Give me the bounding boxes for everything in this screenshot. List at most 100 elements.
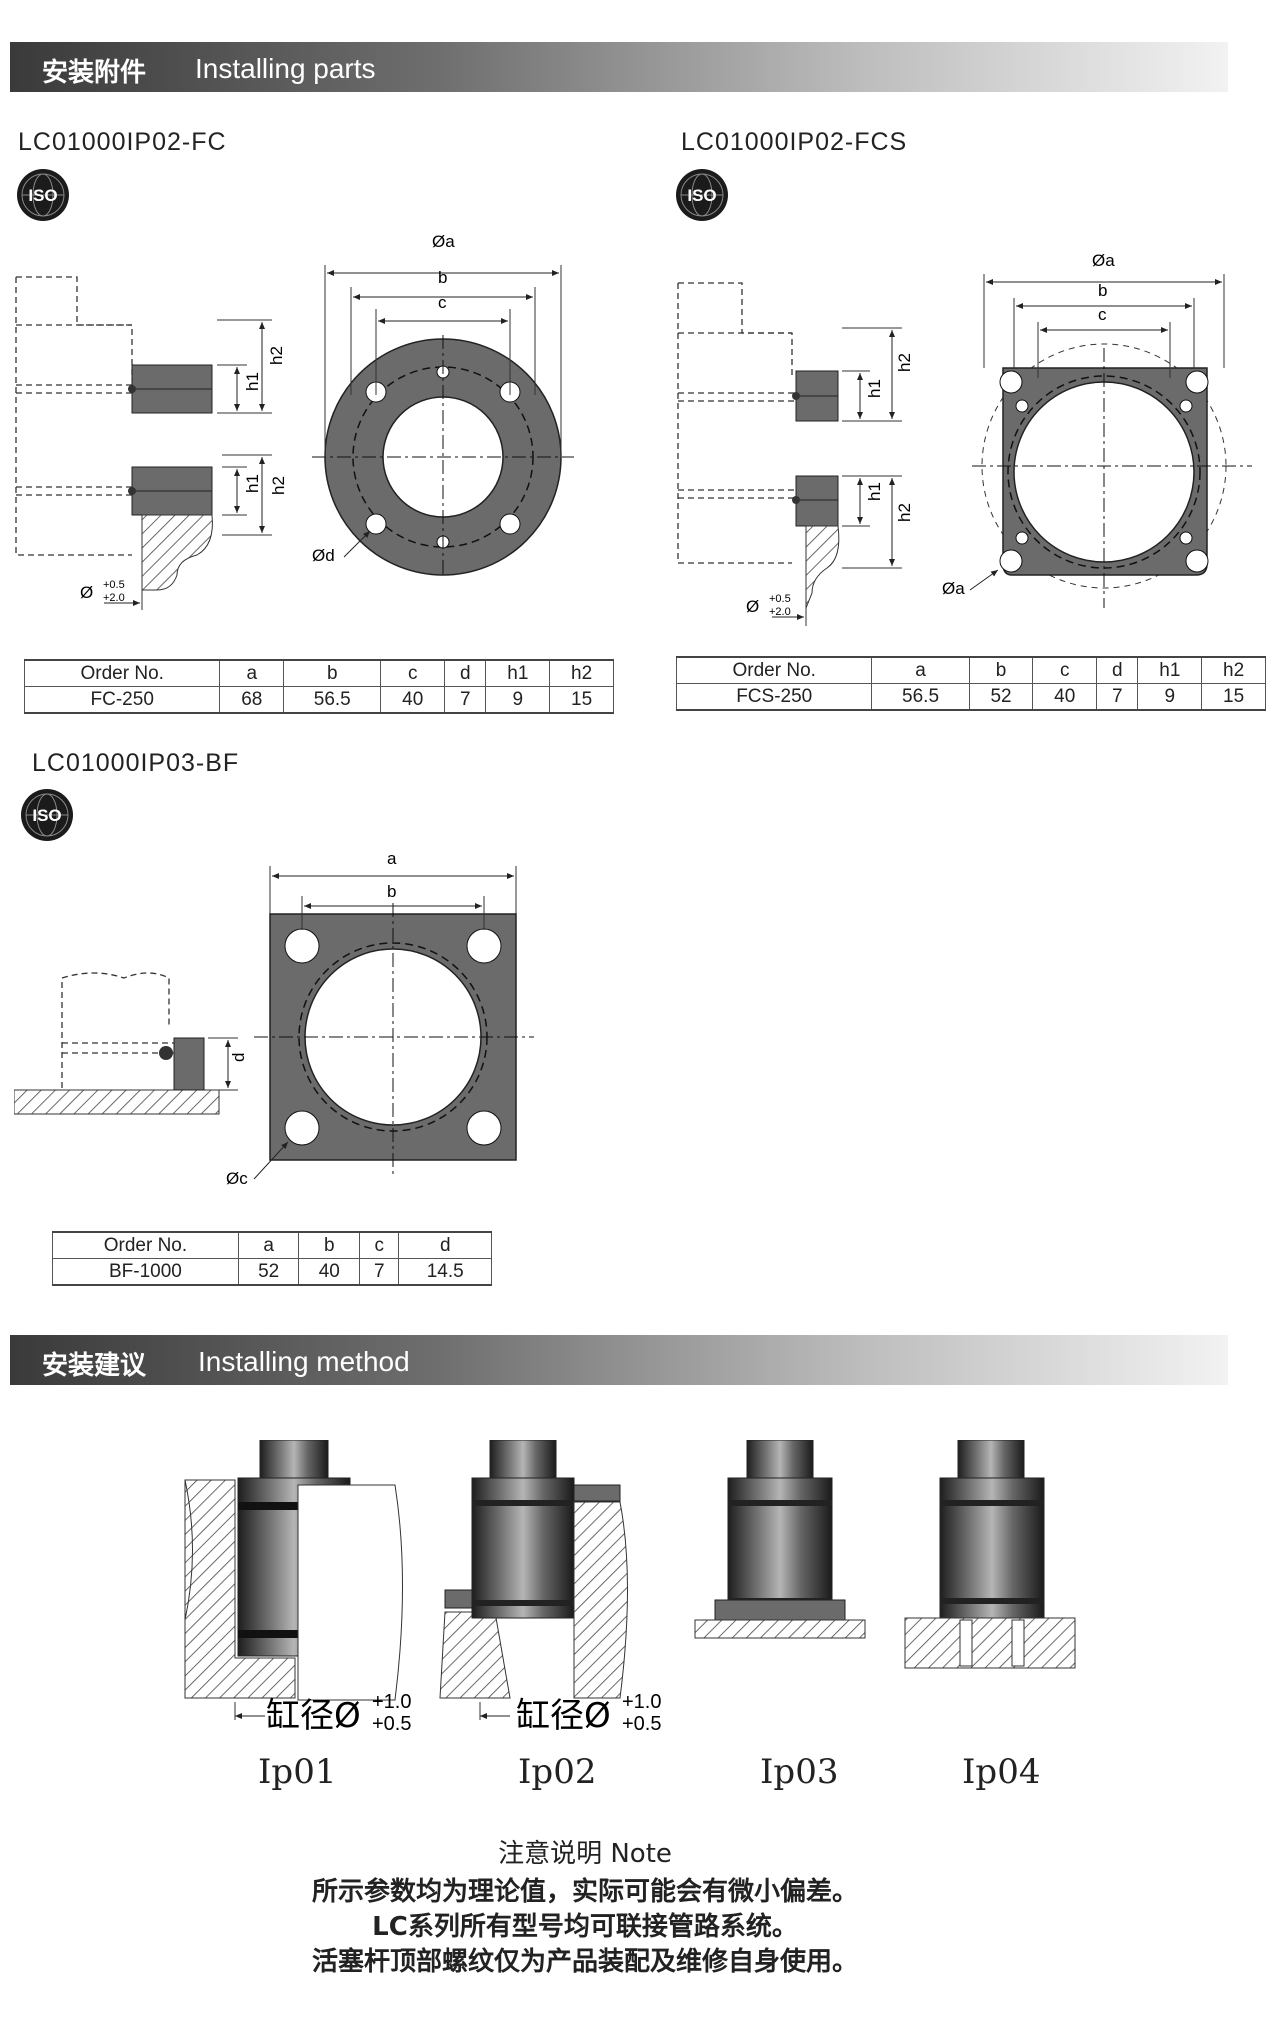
table-cell: 40 [380,686,446,714]
table-cell: d [444,659,487,687]
section-header-parts: 安装附件 Installing parts [10,42,1228,92]
table-cell: h1 [1137,656,1203,684]
table-cell: 9 [485,686,551,714]
table-cell: 68 [219,686,285,714]
dim-oc: Øc [226,1169,248,1188]
table-cell: 14.5 [398,1258,492,1286]
spec-table-fc: Order No. a b c d h1 h2 FC-250 68 56.5 4… [23,659,614,714]
table-cell: d [1096,656,1139,684]
bf-drawing: d a b Øc [14,849,534,1188]
section-header-method: 安装建议 Installing method [10,1335,1228,1385]
dim-b: b [438,268,447,287]
dim-h1: h1 [243,372,262,391]
dim-phi: Ø [746,597,759,616]
method-label-ip02: Ip02 [518,1752,597,1792]
product-code-bf: LC01000IP03-BF [32,749,240,777]
table-cell: 40 [1032,683,1098,711]
table-cell: FCS-250 [675,683,873,711]
dim-h1: h1 [243,474,262,493]
iso-logo-text: ISO [28,186,57,205]
table-cell: d [398,1231,492,1259]
table-cell: 56.5 [283,686,382,714]
method-label-ip04: Ip04 [962,1752,1041,1792]
bore-label: 缸径Ø [516,1696,611,1736]
dim-h2: h2 [269,476,288,495]
table-cell: 40 [298,1258,361,1286]
table-cell: 56.5 [871,683,970,711]
method-label-ip03: Ip03 [760,1752,839,1792]
dim-od: Ød [312,546,335,565]
iso-logo-icon: ISO [675,168,729,222]
spec-table-bf: Order No. a b c d BF-1000 52 40 7 14.5 [52,1231,492,1286]
table-cell: BF-1000 [52,1258,239,1286]
table-header-row: Order No. a b c d h1 h2 [675,656,1266,684]
table-header-row: Order No. a b c d h1 h2 [23,659,614,687]
note-line: 所示参数均为理论值，实际可能会有微小偏差。 [311,1877,858,1907]
product-code-fcs: LC01000IP02-FCS [681,128,908,156]
dim-d: d [229,1053,248,1062]
note-line: 活塞杆顶部螺纹仅为产品装配及维修自身使用。 [311,1947,858,1977]
table-cell: Order No. [675,656,873,684]
table-cell: h1 [485,659,551,687]
install-methods-drawing: 缸径Ø +1.0 +0.5 缸径Ø +1.0 +0.5 [184,1440,1076,1736]
table-cell: 52 [968,683,1034,711]
dim-h2: h2 [895,353,914,372]
dim-oa: Øa [1092,251,1115,270]
tol-dn: +2.0 [769,606,791,618]
table-row: BF-1000 52 40 7 14.5 [52,1258,492,1286]
product-code-fc: LC01000IP02-FC [18,128,227,156]
table-cell: Order No. [23,659,221,687]
note-title: 注意说明 Note [498,1839,672,1869]
dim-h2: h2 [895,503,914,522]
dim-a: a [387,849,397,868]
table-cell: b [968,656,1034,684]
fcs-drawing: h1 h2 h1 h2 Ø +0.5 +2.0 Øa b c Øa [677,251,1252,626]
dim-b: b [387,882,396,901]
dim-phi: Ø [80,583,93,602]
iso-logo-icon: ISO [16,168,70,222]
table-cell: 7 [1096,683,1139,711]
table-cell: c [359,1231,400,1259]
table-header-row: Order No. a b c d [52,1231,492,1259]
dim-b: b [1098,281,1107,300]
table-cell: a [237,1231,300,1259]
section-title-en: Installing method [198,1346,410,1377]
fc-drawing: h1 h2 h1 h2 Ø +0.5 +2.0 Øa b c Ød [15,232,574,610]
table-cell: c [380,659,446,687]
table-cell: 15 [549,686,614,714]
section-title-zh: 安装建议 [42,1351,147,1381]
table-cell: 15 [1201,683,1266,711]
iso-logo-text: ISO [32,806,61,825]
spec-table-fcs: Order No. a b c d h1 h2 FCS-250 56.5 52 … [675,656,1266,711]
table-cell: b [283,659,382,687]
dim-oa: Øa [942,579,965,598]
dim-h2: h2 [267,346,286,365]
tol-dn: +2.0 [103,592,125,604]
table-cell: 7 [444,686,487,714]
bore-tol-dn: +0.5 [622,1713,661,1735]
iso-logo-text: ISO [687,186,716,205]
table-cell: FC-250 [23,686,221,714]
bore-label: 缸径Ø [266,1696,361,1736]
dim-h1: h1 [865,482,884,501]
table-cell: b [298,1231,361,1259]
note-line: LC系列所有型号均可联接管路系统。 [372,1912,798,1942]
table-cell: 7 [359,1258,400,1286]
iso-logo-icon: ISO [20,788,74,842]
bore-tol-up: +1.0 [372,1691,411,1713]
bore-tol-up: +1.0 [622,1691,661,1713]
table-cell: a [871,656,970,684]
table-cell: h2 [549,659,614,687]
table-cell: h2 [1201,656,1266,684]
section-title-zh: 安装附件 [42,58,147,88]
table-cell: a [219,659,285,687]
dim-h1: h1 [865,379,884,398]
tol-up: +0.5 [103,579,125,591]
table-row: FC-250 68 56.5 40 7 9 15 [23,686,614,714]
method-label-ip01: Ip01 [258,1752,337,1792]
dim-c: c [1098,305,1107,324]
bore-tol-dn: +0.5 [372,1713,411,1735]
tol-up: +0.5 [769,593,791,605]
table-cell: c [1032,656,1098,684]
table-cell: 9 [1137,683,1203,711]
